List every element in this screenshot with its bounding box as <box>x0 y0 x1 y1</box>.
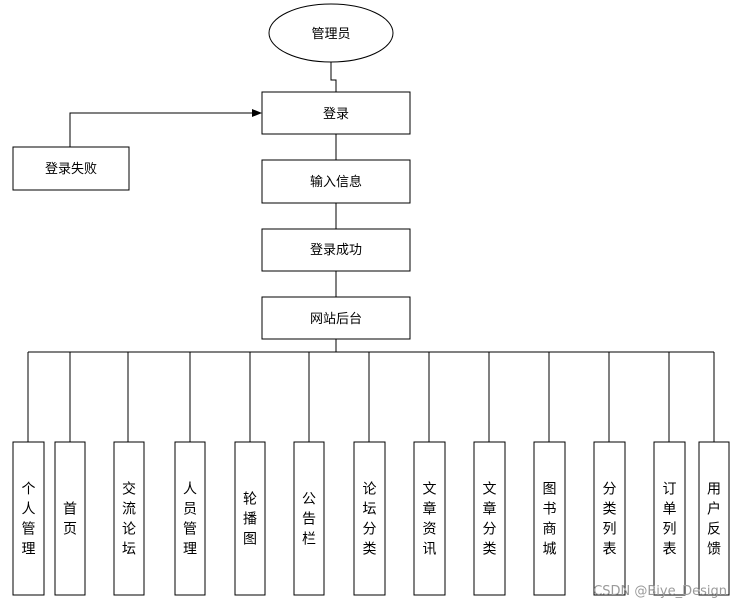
module-box: 订单列表 <box>653 441 686 596</box>
module-box: 用户反馈 <box>698 441 730 596</box>
module-label: 交流论坛 <box>122 481 136 558</box>
watermark: CSDN @Biye_Design <box>593 584 727 599</box>
module-box: 文章分类 <box>473 441 506 596</box>
module-rect <box>698 441 730 596</box>
module-label: 分类列表 <box>603 482 617 558</box>
flow-box-login: 登录 <box>261 91 411 135</box>
module-rect <box>234 441 266 596</box>
fail-label: 登录失败 <box>45 162 97 177</box>
module-label: 轮播图 <box>243 492 257 548</box>
flow-box-backend: 网站后台 <box>261 296 411 340</box>
connector-start-to-login <box>330 62 337 92</box>
module-label: 图书商城 <box>543 482 557 558</box>
module-rect <box>113 441 145 596</box>
module-box: 论坛分类 <box>353 441 386 596</box>
module-rect <box>653 441 686 596</box>
fail-box: 登录失败 <box>12 146 130 191</box>
module-label: 首页 <box>63 502 77 538</box>
start-node: 管理员 <box>268 3 394 63</box>
module-rect <box>473 441 506 596</box>
module-rect <box>413 441 446 596</box>
module-rect <box>12 441 45 596</box>
module-label: 论坛分类 <box>363 482 377 558</box>
module-box: 轮播图 <box>234 441 266 596</box>
module-label: 用户反馈 <box>707 482 721 558</box>
module-drops <box>27 352 715 442</box>
module-label: 文章分类 <box>483 482 497 558</box>
module-box: 公告栏 <box>293 441 325 596</box>
module-box: 首页 <box>54 441 86 596</box>
module-box: 图书商城 <box>533 441 566 596</box>
module-rect <box>593 441 626 596</box>
start-label: 管理员 <box>311 27 350 42</box>
module-box: 个人管理 <box>12 441 45 596</box>
module-box: 人员管理 <box>174 441 206 596</box>
module-rect <box>533 441 566 596</box>
module-boxes: 个人管理 首页 交流论坛 人员管理 轮播图 公告栏 论坛分类 文章资讯 文章分类 图书商城 分类列表… <box>12 441 730 596</box>
start-ellipse <box>268 3 394 63</box>
flow-label-input-info: 输入信息 <box>310 174 362 190</box>
flow-label-login: 登录 <box>323 107 349 122</box>
module-label: 文章资讯 <box>423 482 437 558</box>
module-rect <box>54 441 86 596</box>
module-box: 文章资讯 <box>413 441 446 596</box>
module-rect <box>174 441 206 596</box>
module-label: 人员管理 <box>183 482 197 558</box>
flow-box-input-info: 输入信息 <box>261 159 411 204</box>
flow-label-login-success: 登录成功 <box>310 243 362 258</box>
module-label: 公告栏 <box>302 492 316 548</box>
module-box: 分类列表 <box>593 441 626 596</box>
module-box: 交流论坛 <box>113 441 145 596</box>
connectors <box>27 62 715 442</box>
connector-fail-to-login <box>69 109 262 147</box>
module-label: 订单列表 <box>663 482 677 558</box>
flow-label-backend: 网站后台 <box>310 312 362 327</box>
module-label: 个人管理 <box>22 482 36 558</box>
module-rect <box>353 441 386 596</box>
flow-box-login-success: 登录成功 <box>261 228 411 272</box>
module-rect <box>293 441 325 596</box>
